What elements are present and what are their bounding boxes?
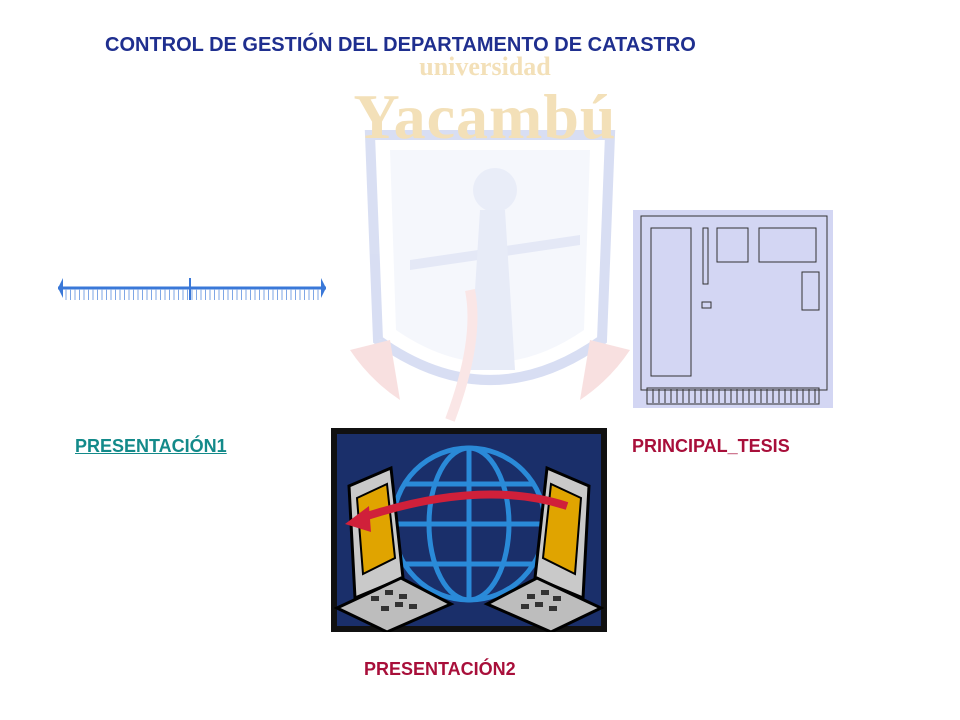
presentacion2-link[interactable]: PRESENTACIÓN2 (364, 659, 516, 679)
page-title: CONTROL DE GESTIÓN DEL DEPARTAMENTO DE C… (105, 34, 696, 56)
principal-tesis-link[interactable]: PRINCIPAL_TESIS (632, 436, 790, 456)
watermark-shield-icon (350, 130, 630, 422)
presentacion1-link[interactable]: PRESENTACIÓN1 (75, 436, 227, 456)
circuit-board-icon[interactable] (633, 210, 833, 408)
watermark-university-text: universidad (419, 52, 551, 81)
timeline-ruler-icon[interactable] (54, 272, 330, 304)
network-computers-icon[interactable] (331, 428, 607, 634)
watermark-name-text: Yacambú (353, 81, 617, 152)
university-watermark: universidad Yacambú (330, 40, 650, 440)
